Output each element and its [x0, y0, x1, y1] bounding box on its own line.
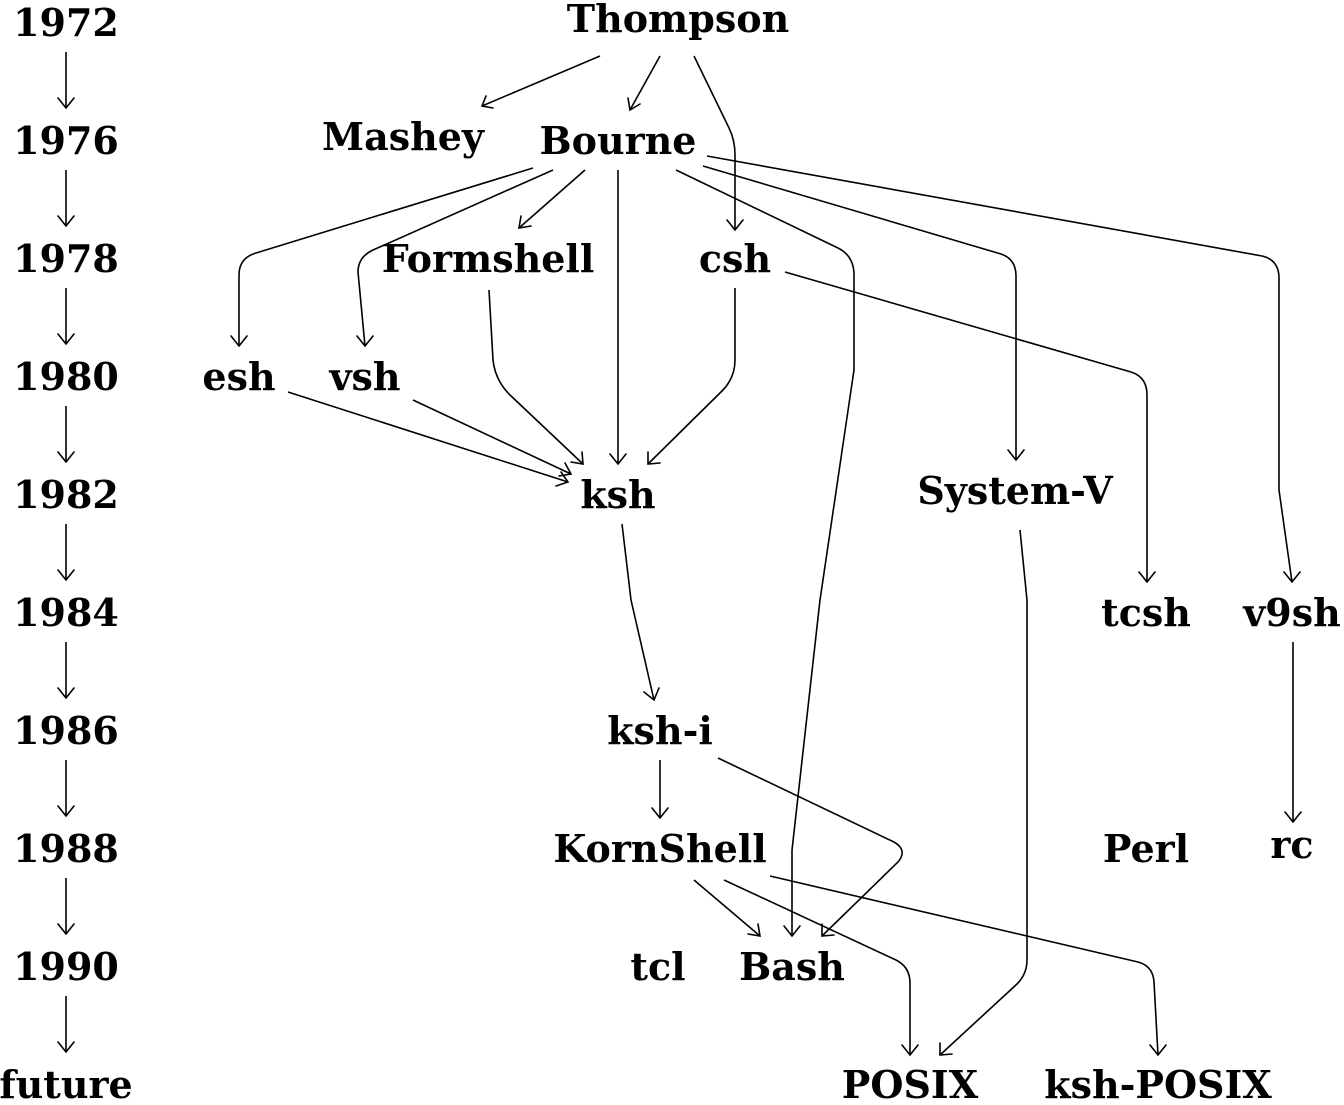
timeline-arrow [57, 878, 75, 936]
node-bourne: Bourne [540, 118, 697, 163]
node-formshell: Formshell [382, 236, 595, 281]
timeline-arrow [57, 996, 75, 1054]
edge-esh-ksh [287, 391, 570, 487]
node-posix: POSIX [842, 1062, 979, 1105]
year-label-1978: 1978 [13, 236, 119, 281]
year-label-1976: 1976 [13, 118, 119, 163]
edge-csh-ksh [647, 288, 736, 465]
year-label-1986: 1986 [13, 708, 119, 753]
edge-v9sh-rc [1284, 642, 1302, 824]
node-perl: Perl [1103, 826, 1189, 871]
year-label-1988: 1988 [13, 826, 119, 871]
edge-formshell-ksh [488, 289, 584, 465]
edge-kornshell-ksh-posix [769, 875, 1167, 1057]
node-tcl: tcl [630, 944, 685, 989]
edge-bourne-bash [675, 169, 855, 938]
node-ksh-i: ksh-i [607, 708, 713, 753]
timeline-arrow [57, 760, 75, 818]
timeline-arrow [57, 288, 75, 346]
edge-bourne-vsh [356, 169, 554, 348]
edge-bourne-v9sh [706, 155, 1301, 584]
node-system-v: System-V [917, 468, 1114, 513]
edge-ksh-i-kornshell [651, 760, 669, 820]
node-vsh: vsh [328, 354, 400, 399]
timeline-arrow [57, 524, 75, 582]
year-label-1980: 1980 [13, 354, 119, 399]
timeline-arrow [57, 170, 75, 228]
edge-thompson-mashey [480, 55, 601, 109]
derivation-edges [230, 55, 1302, 1057]
node-kornshell: KornShell [553, 826, 766, 871]
node-v9sh: v9sh [1242, 590, 1341, 635]
node-ksh-posix: ksh-POSIX [1044, 1062, 1272, 1105]
node-ksh: ksh [580, 472, 655, 517]
node-csh: csh [699, 236, 771, 281]
year-label-1972: 1972 [13, 0, 119, 45]
timeline-arrow [57, 642, 75, 700]
timeline-arrow [57, 406, 75, 464]
node-tcsh: tcsh [1101, 590, 1191, 635]
edge-system-v-posix [939, 529, 1028, 1056]
node-esh: esh [202, 354, 275, 399]
shell-nodes: Thompson Mashey Bourne Formshell csh esh… [202, 0, 1340, 1105]
edge-csh-tcsh [784, 271, 1156, 584]
edge-thompson-csh [693, 55, 744, 232]
node-mashey: Mashey [322, 114, 485, 159]
year-label-1984: 1984 [13, 590, 119, 635]
edge-vsh-ksh [412, 399, 573, 477]
edge-bourne-formshell [518, 169, 586, 229]
edge-bourne-system-v [702, 165, 1025, 462]
node-bash: Bash [739, 944, 845, 989]
year-label-1982: 1982 [13, 472, 119, 517]
year-label-1990: 1990 [13, 944, 119, 989]
edge-kornshell-posix [723, 879, 919, 1057]
node-rc: rc [1270, 822, 1313, 867]
year-label-future: future [0, 1062, 133, 1105]
edge-kornshell-bash [693, 879, 761, 937]
edge-bourne-esh [230, 167, 534, 348]
edge-thompson-bourne [627, 55, 661, 112]
timeline-arrow [57, 52, 75, 110]
edge-ksh-ksh-i [621, 523, 660, 702]
edge-bourne-ksh [609, 170, 627, 466]
timeline: 1972 1976 1978 1980 1982 1984 1986 1988 … [0, 0, 133, 1105]
edge-ksh-i-bash [717, 757, 903, 937]
node-thompson: Thompson [567, 0, 789, 41]
